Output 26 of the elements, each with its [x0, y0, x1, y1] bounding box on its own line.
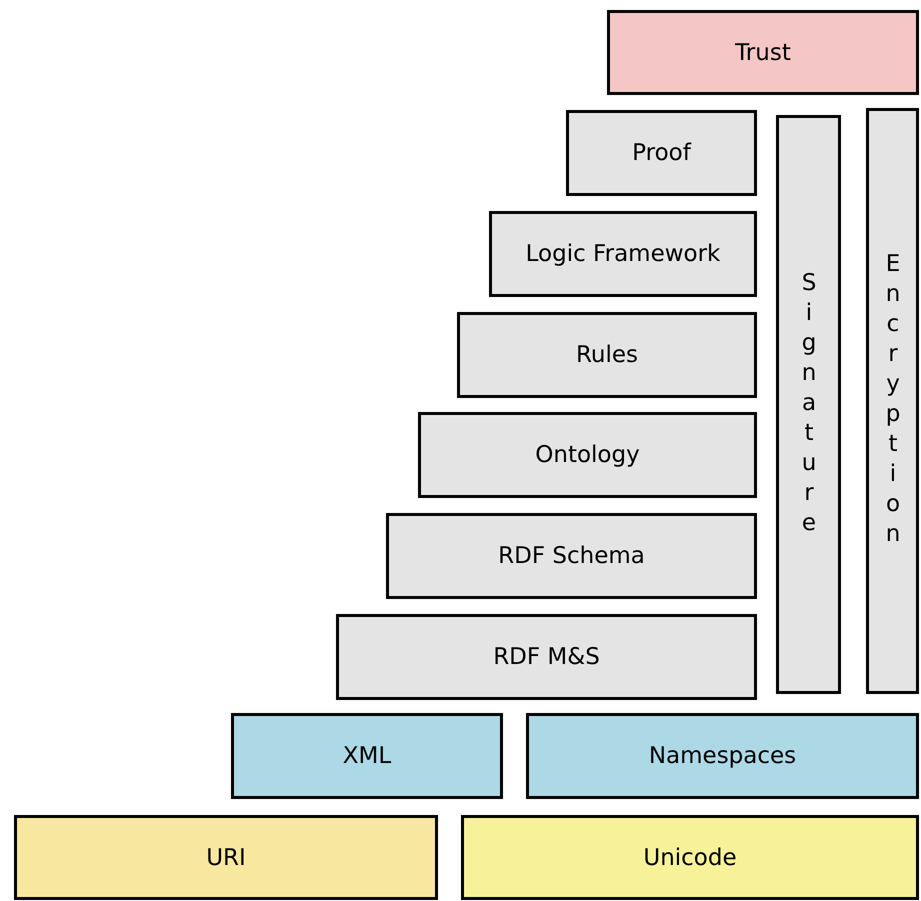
- layer-label: Unicode: [643, 844, 737, 870]
- layer-box: [231, 713, 503, 799]
- layer-box: [607, 10, 919, 95]
- layer-box: [418, 412, 757, 498]
- layer-label: RDF M&S: [493, 644, 600, 670]
- layer-box: [14, 815, 438, 900]
- layer-label: Trust: [735, 40, 791, 66]
- layer-label: Proof: [632, 140, 691, 166]
- layer-label: Namespaces: [648, 743, 796, 769]
- layer-box: [457, 312, 757, 398]
- layer-label: URI: [206, 844, 246, 870]
- layer-label: Ontology: [535, 442, 640, 468]
- layer-box: [336, 614, 757, 700]
- layer-label: RDF Schema: [498, 543, 645, 569]
- vertical-layer-label: Signature: [797, 270, 820, 540]
- vertical-layer-label: Encryption: [881, 251, 904, 551]
- vertical-layer-box: [776, 115, 841, 694]
- layer-box: [526, 713, 919, 799]
- vertical-layer-box: [866, 108, 919, 694]
- layer-box: [461, 815, 919, 900]
- layer-label: Logic Framework: [526, 241, 720, 267]
- layer-label: XML: [342, 743, 392, 769]
- layer-box: [566, 110, 757, 196]
- layer-label: Rules: [576, 342, 638, 368]
- layer-box: [489, 211, 757, 297]
- layer-box: [386, 513, 757, 599]
